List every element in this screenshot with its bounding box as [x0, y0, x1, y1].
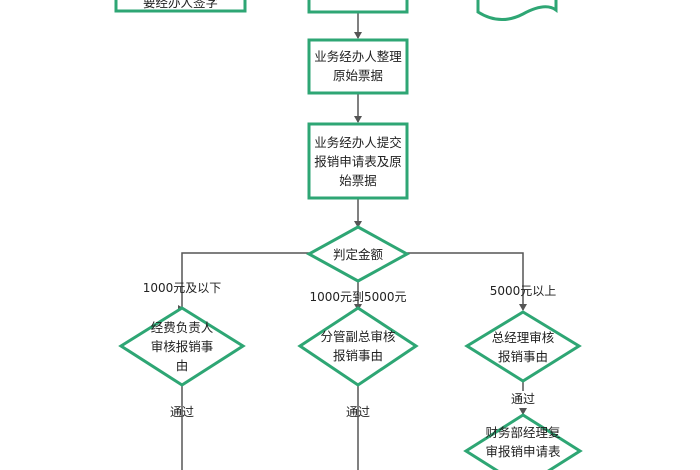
decide-diamond: [305, 225, 411, 283]
organize-label: 业务经办人整理原始票据: [314, 49, 402, 83]
finance-diamond: [463, 413, 583, 470]
top-center-box: [307, 0, 409, 14]
organize-box: [307, 38, 409, 95]
connector-decide-to-branches: [181, 252, 309, 310]
decide-label: 判定金额: [332, 247, 383, 262]
submit-box: [307, 122, 409, 200]
top-left-box-label: 要经办人签字: [142, 0, 218, 10]
top-left-box: [114, 0, 247, 13]
gm-diamond: [464, 310, 582, 383]
finance-label: 财务部经理复审报销申请表: [485, 425, 561, 459]
vice-head-label: 分管副总审核报销事由: [320, 329, 396, 363]
edge-label-low: 1000元及以下: [142, 281, 222, 295]
gm-label: 总经理审核报销事由: [491, 330, 555, 364]
dept-head-label: 经费负责人审核报销事由: [150, 320, 214, 373]
vice-head-diamond: [297, 306, 419, 387]
edge-label-pass-2: 通过: [345, 405, 370, 419]
connector-decide-to-high: [407, 252, 527, 311]
submit-label: 业务经办人提交报销申请表及原始票据: [314, 135, 402, 188]
edge-label-mid: 1000元到5000元: [309, 290, 407, 304]
edge-label-high: 5000元以上: [489, 284, 557, 298]
dept-head-diamond: [118, 306, 246, 387]
edge-label-pass-3: 通过: [503, 391, 543, 408]
edge-label-pass-1: 通过: [169, 405, 194, 419]
top-right-document-shape: [476, 0, 558, 21]
